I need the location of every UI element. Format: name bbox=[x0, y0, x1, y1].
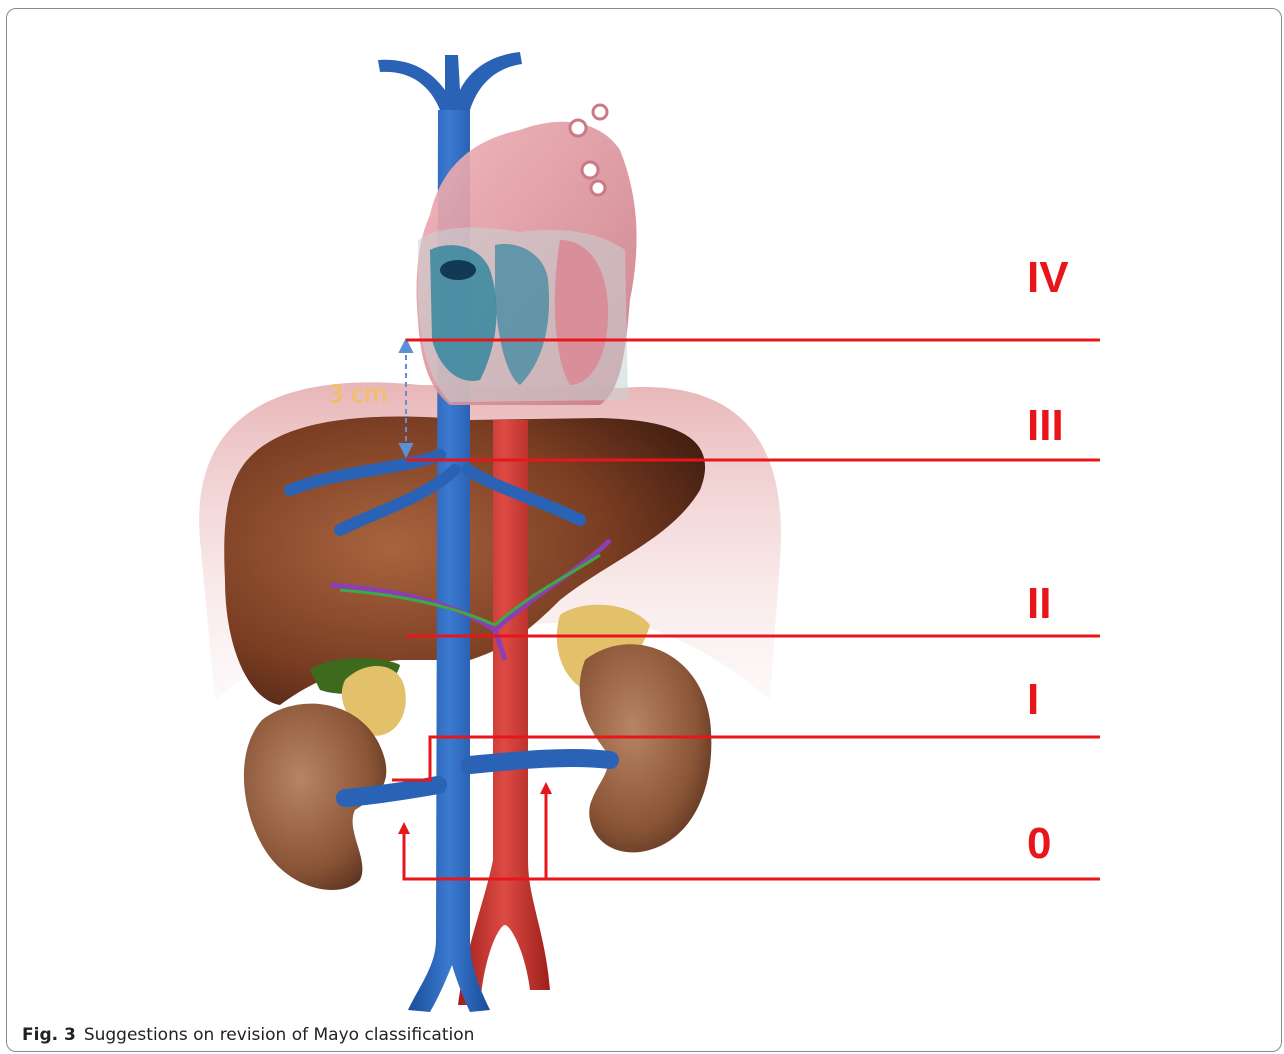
level-label-0: 0 bbox=[1027, 822, 1051, 866]
caption-text: Suggestions on revision of Mayo classifi… bbox=[84, 1025, 475, 1045]
figure-caption: Fig. 3 Suggestions on revision of Mayo cl… bbox=[22, 1024, 474, 1046]
caption-number: Fig. 3 bbox=[22, 1025, 76, 1045]
left-kidney bbox=[580, 644, 712, 852]
level-label-i: I bbox=[1027, 678, 1039, 722]
level-label-ii: II bbox=[1027, 582, 1051, 626]
level-label-iii: III bbox=[1027, 404, 1064, 448]
superior-branches bbox=[378, 52, 522, 110]
renal-vein-left bbox=[470, 758, 610, 765]
level-label-iv: IV bbox=[1027, 256, 1069, 300]
measurement-label: 3 cm bbox=[328, 380, 387, 408]
